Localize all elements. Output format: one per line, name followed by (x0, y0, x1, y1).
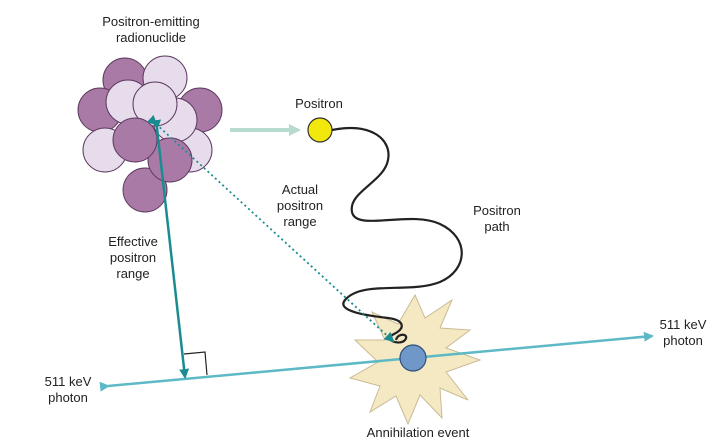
effective-range-label-line2: positron (110, 250, 156, 265)
source-label-line1: Positron-emitting (102, 14, 200, 29)
photon-right-label-line1: 511 keV (660, 317, 707, 332)
effective-range-arrow (151, 119, 190, 379)
positron-particle (307, 117, 333, 143)
positron-label: Positron (295, 96, 343, 111)
radionuclide-nucleus (77, 55, 223, 213)
actual-range-arrow (146, 114, 395, 343)
source-label-line2: radionuclide (116, 30, 186, 45)
actual-range-label-line1: Actual (282, 182, 318, 197)
effective-range-label-line1: Effective (108, 234, 158, 249)
actual-range-label-line2: positron (277, 198, 323, 213)
photon-left-label-line2: photon (48, 390, 88, 405)
photon-line (99, 331, 654, 392)
photon-left-label-line1: 511 keV (45, 374, 92, 389)
right-angle-marker (183, 351, 208, 376)
annihilation-event-dot (399, 344, 427, 372)
path-label-line1: Positron (473, 203, 521, 218)
annihilation-label: Annihilation event (367, 425, 470, 440)
actual-range-label-line3: range (283, 214, 316, 229)
photon-right-label-line2: photon (663, 333, 703, 348)
effective-range-label-line3: range (116, 266, 149, 281)
path-label-line2: path (484, 219, 509, 234)
